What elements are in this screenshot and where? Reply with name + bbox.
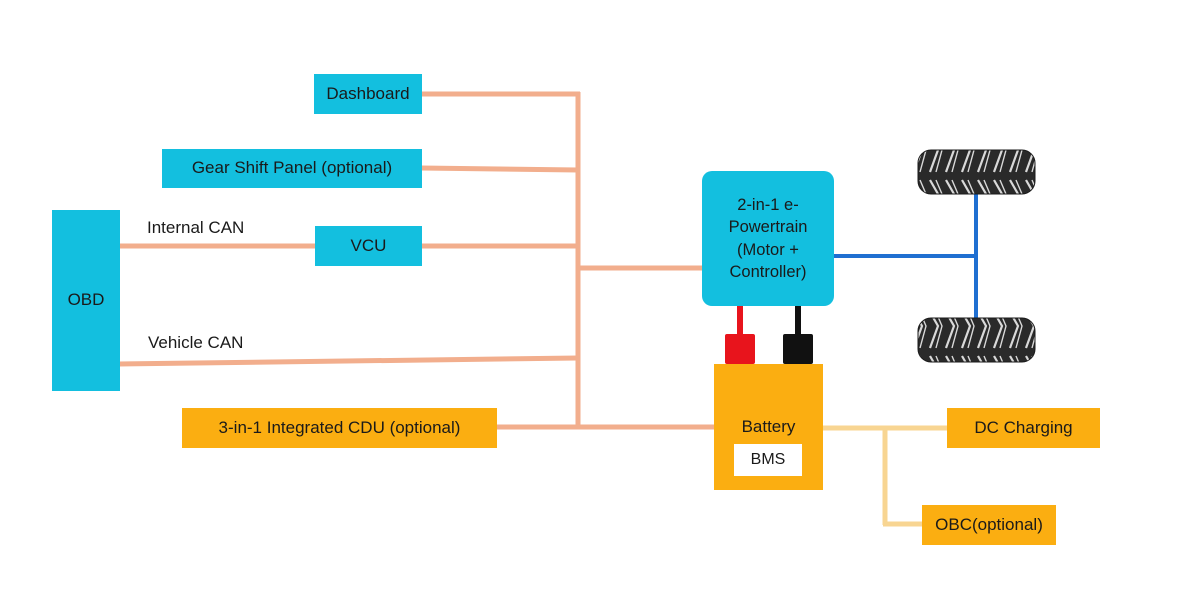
- node-dc-charging: DC Charging: [947, 408, 1100, 448]
- node-obc: OBC(optional): [922, 505, 1056, 545]
- negative-terminal: [783, 306, 813, 364]
- edge-label-vehicle-can: Vehicle CAN: [148, 333, 244, 352]
- node-obd: OBD: [52, 210, 120, 391]
- charging-wiring: [822, 425, 948, 527]
- node-obd-label: OBD: [67, 290, 105, 310]
- node-dc-charging-label: DC Charging: [974, 417, 1073, 437]
- node-gear-shift-panel-label: Gear Shift Panel (optional): [191, 158, 393, 178]
- edge-gear-shift-bus: [420, 165, 579, 173]
- node-battery-label: Battery: [741, 417, 796, 436]
- node-powertrain-label: 2-in-1 e- Powertrain (Motor + Controller…: [728, 195, 808, 281]
- node-bms-label: BMS: [750, 451, 786, 468]
- node-gear-shift-panel: Gear Shift Panel (optional): [162, 149, 422, 188]
- node-dashboard: Dashboard: [314, 74, 422, 114]
- node-cdu-label: 3-in-1 Integrated CDU (optional): [218, 417, 461, 437]
- node-powertrain: 2-in-1 e- Powertrain (Motor + Controller…: [702, 171, 834, 306]
- edge-vehicle-can: [118, 355, 579, 367]
- drive-shaft: [833, 193, 978, 318]
- node-dashboard-label: Dashboard: [326, 83, 410, 103]
- node-vcu: VCU: [315, 226, 422, 266]
- wheel-top: [917, 149, 1036, 195]
- node-bms: BMS: [734, 444, 802, 476]
- node-obc-label: OBC(optional): [935, 514, 1043, 534]
- can-bus-wiring: [118, 91, 715, 430]
- node-vcu-label: VCU: [350, 235, 387, 255]
- node-cdu: 3-in-1 Integrated CDU (optional): [182, 408, 497, 448]
- wheel-bottom: [917, 317, 1036, 363]
- positive-terminal: [725, 306, 755, 364]
- edge-label-internal-can: Internal CAN: [147, 218, 245, 237]
